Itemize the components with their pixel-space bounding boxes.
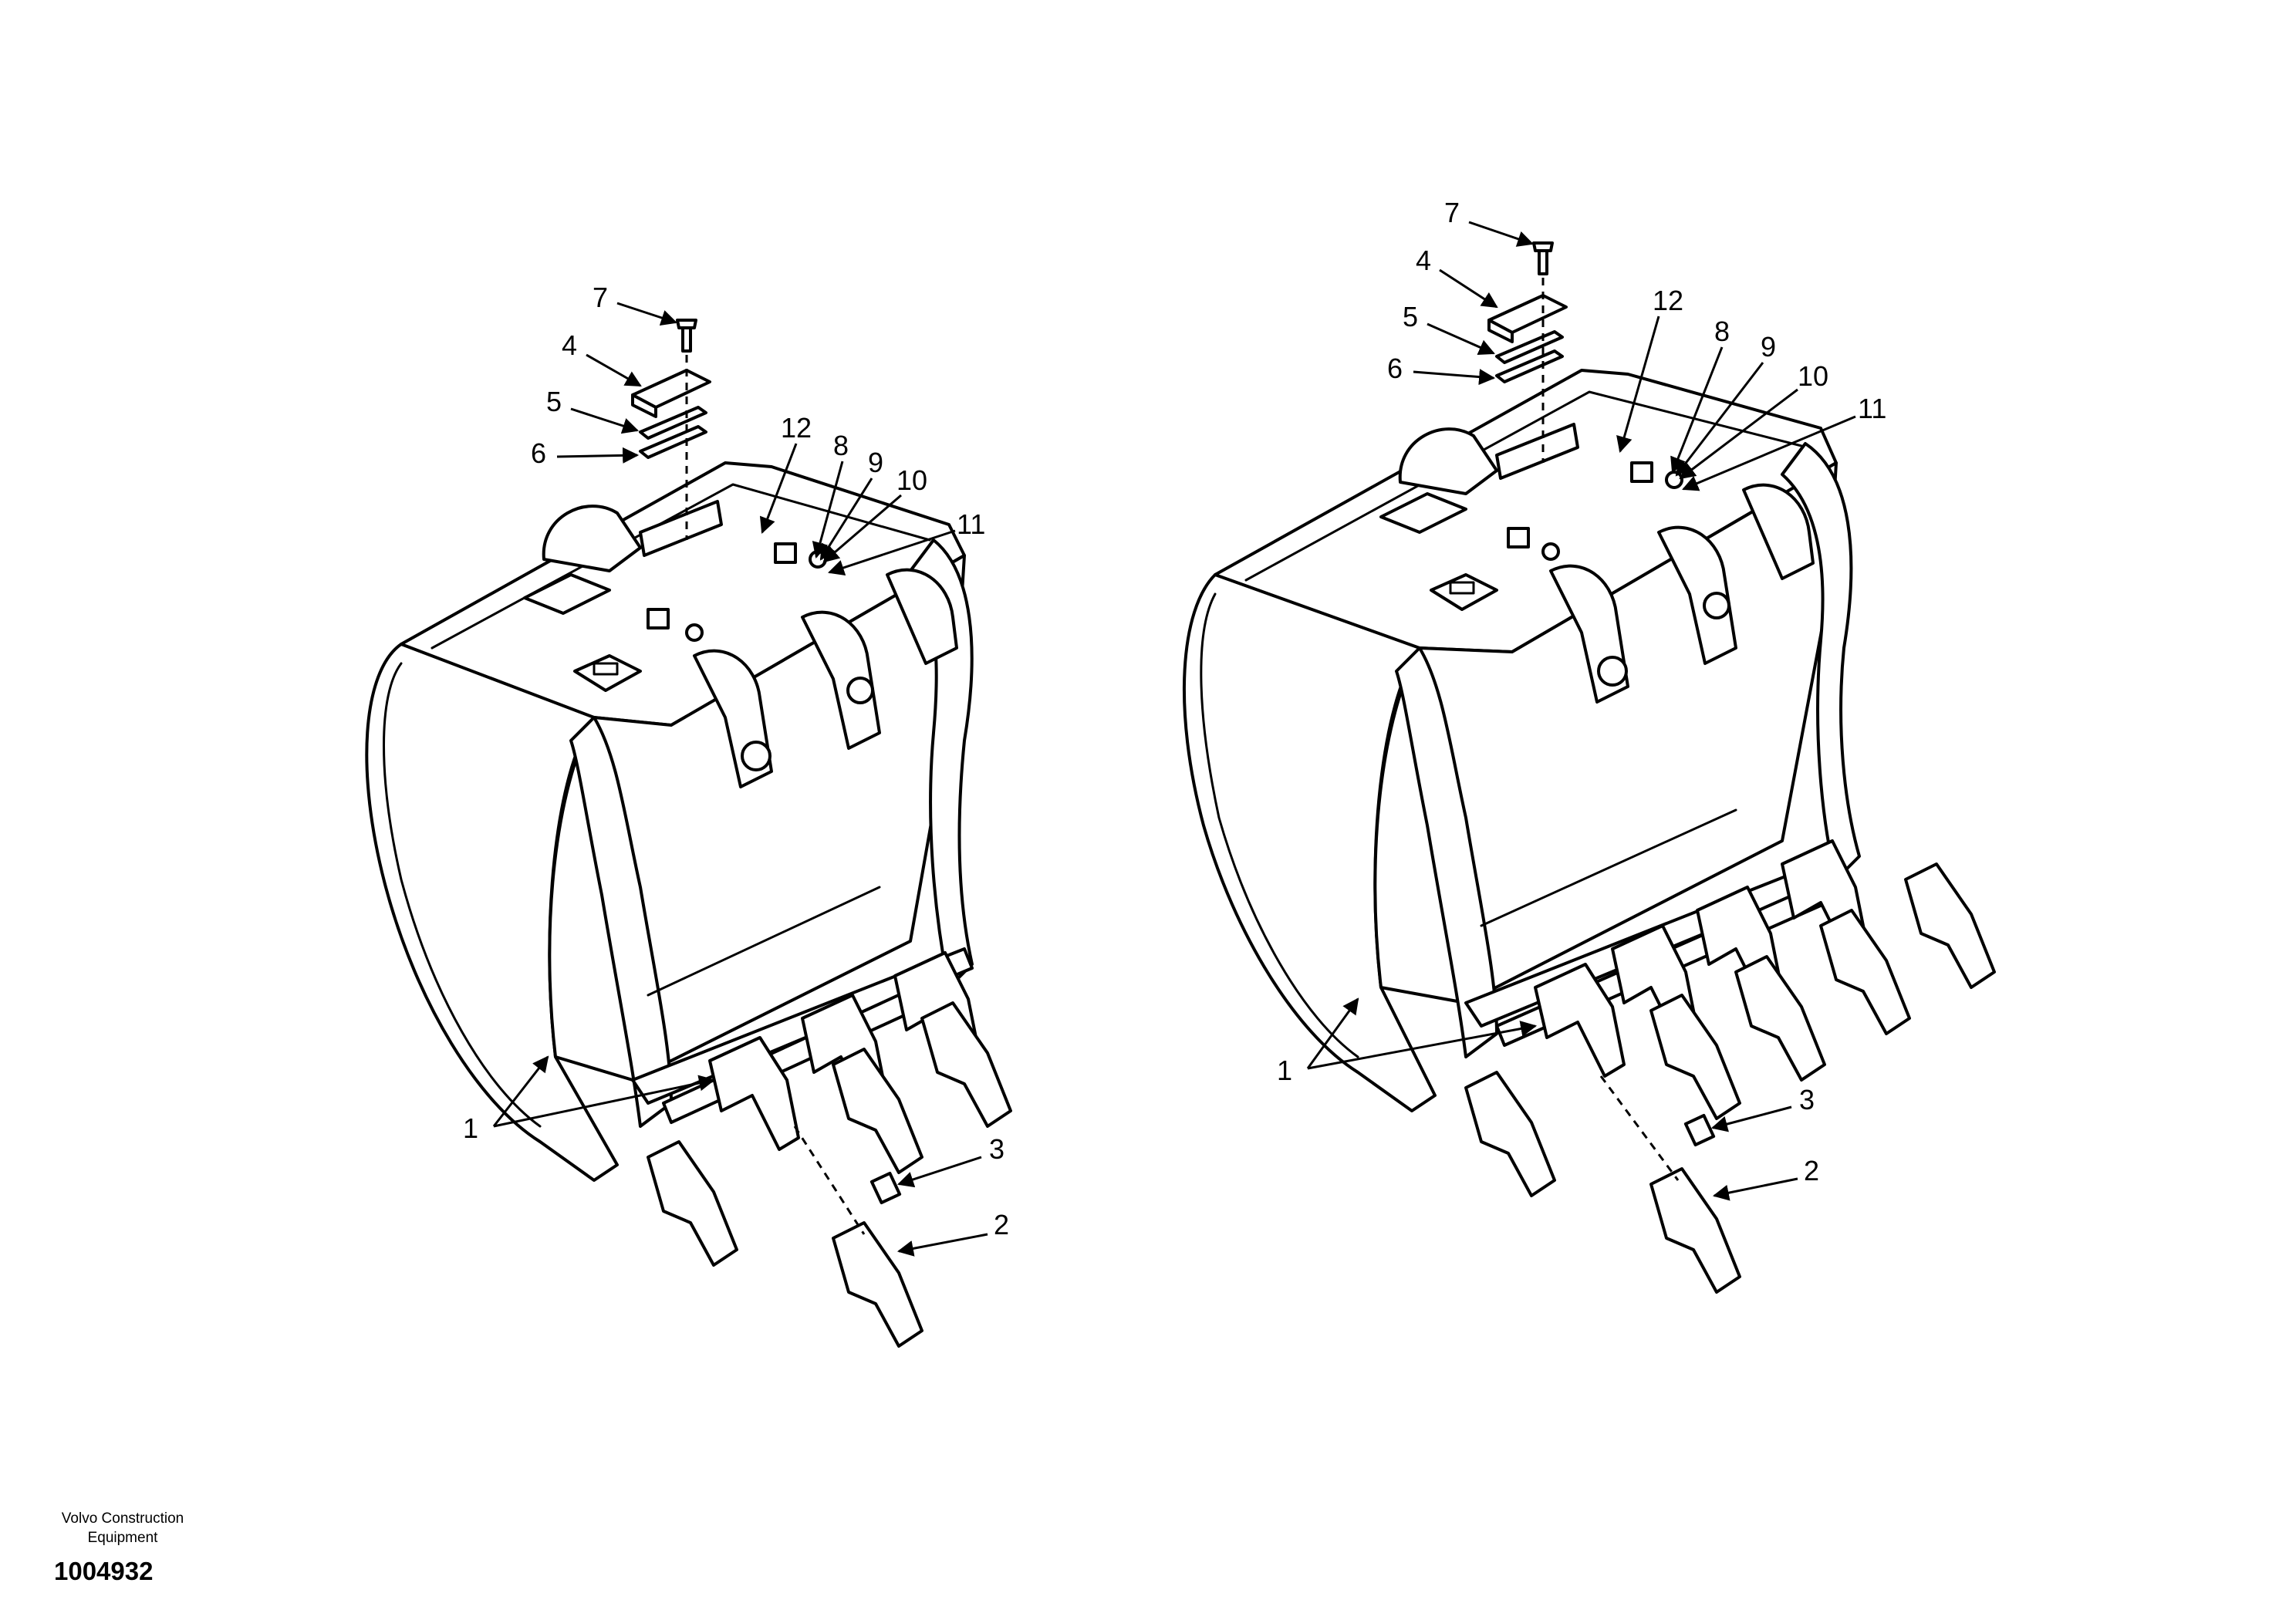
- callout-5-left: 5: [546, 386, 562, 417]
- callout-1-right: 1: [1277, 1055, 1292, 1086]
- callout-4-right: 4: [1416, 245, 1431, 276]
- callouts-left: 7 4 5 6 12 8 9 10 11 1 3 2: [463, 282, 1009, 1257]
- callout-3-left: 3: [989, 1133, 1004, 1165]
- callout-2-left: 2: [994, 1209, 1009, 1240]
- callout-5-right: 5: [1403, 301, 1418, 332]
- callout-11-right: 11: [1858, 393, 1886, 424]
- callout-11-left: 11: [957, 508, 985, 540]
- callout-8-right: 8: [1714, 316, 1730, 347]
- callout-1-left: 1: [463, 1112, 478, 1144]
- callout-2-right: 2: [1804, 1155, 1819, 1186]
- document-number: 1004932: [54, 1557, 154, 1585]
- manufacturer-line-2: Equipment: [87, 1530, 158, 1546]
- callout-7-left: 7: [593, 282, 608, 313]
- bucket-illustration-left: [365, 319, 1012, 1348]
- manufacturer-line-1: Volvo Construction: [61, 1510, 184, 1527]
- callout-9-left: 9: [868, 447, 883, 478]
- callout-6-left: 6: [531, 437, 546, 469]
- callout-10-left: 10: [896, 464, 927, 496]
- callout-8-left: 8: [833, 430, 849, 461]
- bucket-illustration-right: [1182, 241, 1996, 1294]
- callout-3-right: 3: [1799, 1084, 1815, 1115]
- callout-9-right: 9: [1761, 331, 1776, 363]
- manufacturer-credit: Volvo Construction Equipment: [34, 1509, 211, 1547]
- callout-6-right: 6: [1387, 353, 1403, 384]
- callout-7-right: 7: [1444, 197, 1460, 228]
- callouts-right: 7 4 5 6 12 8 9 10 11 1 3 2: [1277, 197, 1886, 1201]
- callout-10-right: 10: [1798, 360, 1828, 392]
- callout-12-right: 12: [1653, 285, 1683, 316]
- callout-4-left: 4: [562, 329, 577, 361]
- callout-12-left: 12: [781, 412, 812, 444]
